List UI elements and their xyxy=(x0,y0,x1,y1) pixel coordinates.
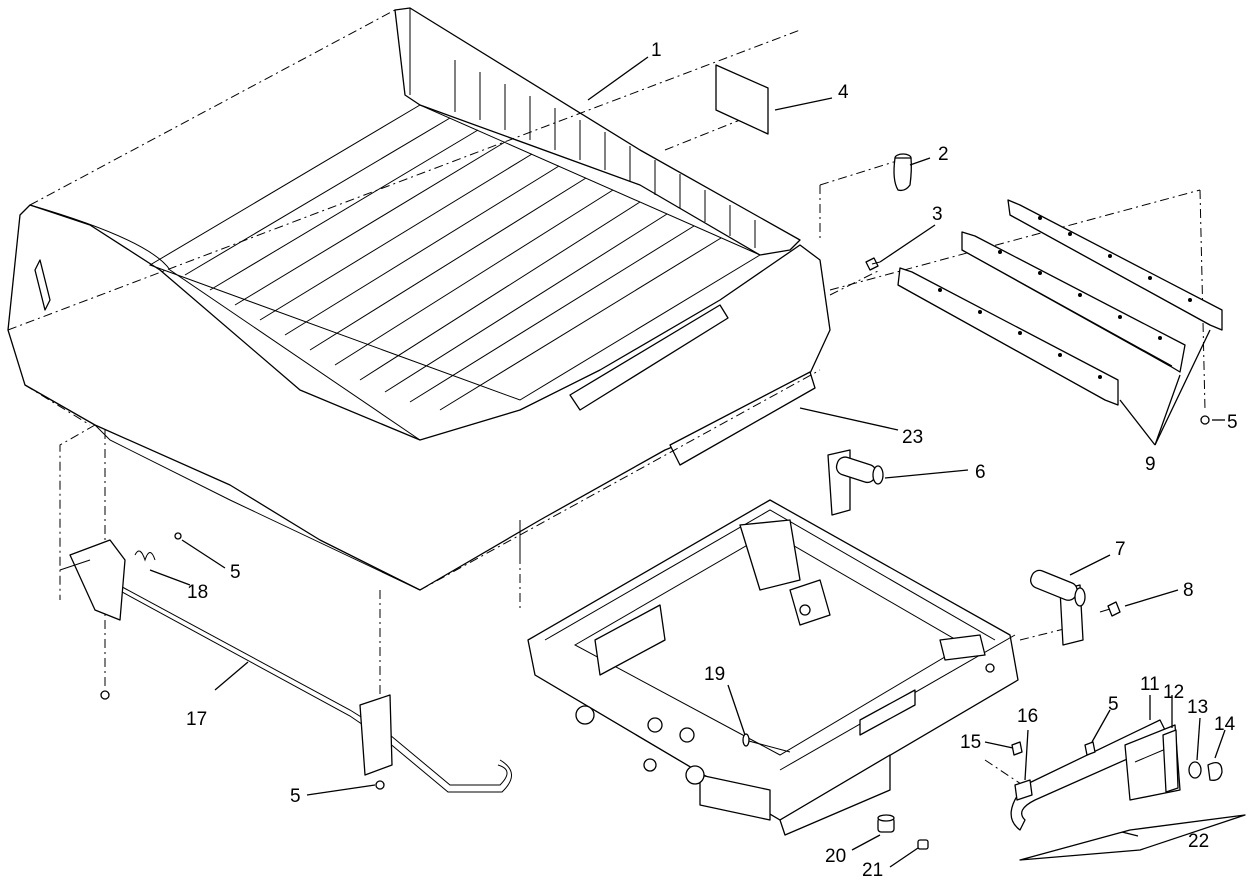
bolt xyxy=(1099,601,1121,617)
callout-7: 7 xyxy=(1115,539,1126,560)
callout-13: 13 xyxy=(1187,697,1208,718)
callout-17: 17 xyxy=(186,709,207,730)
latch-assembly xyxy=(1010,719,1246,861)
angle-rails xyxy=(897,199,1223,406)
callout-14: 14 xyxy=(1214,714,1236,735)
callout-1: 1 xyxy=(651,40,662,61)
callout-16: 16 xyxy=(1017,706,1038,727)
latch-rod xyxy=(59,415,1210,793)
callout-18: 18 xyxy=(187,582,208,603)
callout-5-rail: 5 xyxy=(1227,412,1238,433)
decal-plate xyxy=(715,64,769,135)
hinge-pin-right xyxy=(1030,569,1086,646)
callout-2: 2 xyxy=(938,144,949,165)
screw xyxy=(865,257,881,271)
callout-22: 22 xyxy=(1188,831,1209,852)
pivot-nut xyxy=(917,839,929,850)
callouts: 1 4 2 3 23 5 9 6 7 8 5 18 17 5 19 20 21 … xyxy=(186,40,1238,881)
pivot-pin xyxy=(877,814,895,833)
callout-12: 12 xyxy=(1163,682,1184,703)
callout-5-rod: 5 xyxy=(290,786,301,807)
callout-11: 11 xyxy=(1140,674,1160,695)
leader-lines xyxy=(149,56,1226,868)
bed-frame xyxy=(527,499,1019,836)
rod-pin xyxy=(742,733,791,753)
callout-19: 19 xyxy=(704,664,725,685)
callout-21: 21 xyxy=(862,860,883,881)
hinge-pin-left xyxy=(827,449,884,516)
callout-23: 23 xyxy=(902,427,923,448)
bumper xyxy=(893,153,912,192)
callout-6: 6 xyxy=(975,462,986,483)
callout-5-bracket: 5 xyxy=(1108,694,1119,715)
callout-5-latch: 5 xyxy=(230,562,241,583)
callout-3: 3 xyxy=(932,204,943,225)
callout-15: 15 xyxy=(960,732,981,753)
cargo-bed xyxy=(7,7,831,591)
callout-4: 4 xyxy=(838,82,849,103)
callout-20: 20 xyxy=(825,846,846,867)
callout-8: 8 xyxy=(1183,580,1194,601)
assembly-lines xyxy=(7,9,1206,801)
callout-9: 9 xyxy=(1145,454,1156,475)
